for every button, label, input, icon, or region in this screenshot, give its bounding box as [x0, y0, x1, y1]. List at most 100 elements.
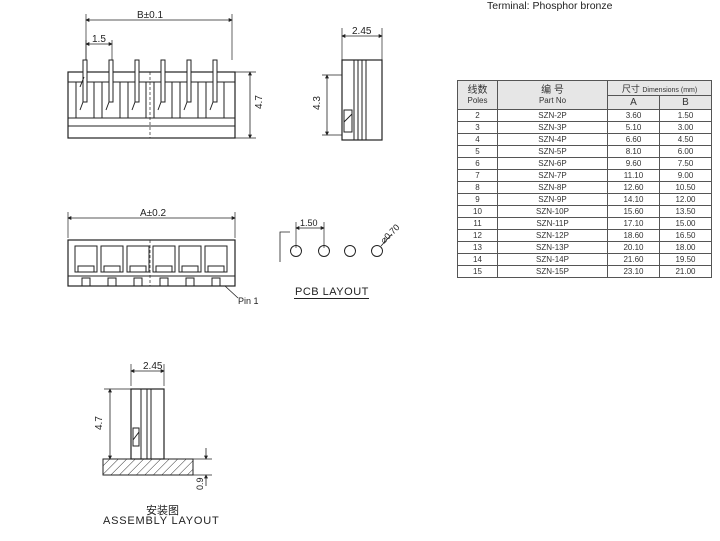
cell-foot	[185, 277, 195, 287]
cell-latch	[207, 265, 225, 273]
cell-a: 14.10	[607, 193, 660, 206]
cell-b: 9.00	[659, 169, 712, 182]
cell-poles: 11	[457, 217, 498, 230]
header-a: A	[607, 95, 660, 110]
cell-poles: 15	[457, 265, 498, 278]
cell-part: SZN-2P	[497, 109, 608, 122]
cell-a: 23.10	[607, 265, 660, 278]
cell-a: 18.60	[607, 229, 660, 242]
pcb-pitch-label: 1.50	[300, 218, 318, 228]
cell-foot	[159, 277, 169, 287]
cell-part: SZN-4P	[497, 133, 608, 146]
header-part-cn: 编 号	[541, 85, 564, 96]
side-view	[322, 28, 383, 141]
side-width-label: 2.45	[352, 26, 372, 37]
cell-latch	[103, 265, 121, 273]
header-b: B	[659, 95, 712, 110]
cell-a: 8.10	[607, 145, 660, 158]
pin-leg	[157, 101, 162, 111]
pin	[108, 59, 114, 103]
asm-height-label: 4.7	[94, 416, 105, 430]
cell-part: SZN-15P	[497, 265, 608, 278]
assembly-view	[102, 364, 212, 486]
pin	[212, 59, 218, 103]
front-width-label: B±0.1	[137, 10, 163, 21]
cell-poles: 4	[457, 133, 498, 146]
pin-leg	[209, 101, 214, 111]
cell-b: 7.50	[659, 157, 712, 170]
cell-a: 15.60	[607, 205, 660, 218]
cell-part: SZN-7P	[497, 169, 608, 182]
header-dim-en: Dimensions (mm)	[642, 86, 698, 94]
cell-a: 3.60	[607, 109, 660, 122]
pin	[134, 59, 140, 103]
pcb-layout-underline	[294, 298, 369, 299]
pin-leg	[105, 101, 110, 111]
header-poles-cn: 线数	[467, 85, 488, 96]
pcb-hole-label: ⌀0.70	[378, 222, 401, 245]
cell-part: SZN-8P	[497, 181, 608, 194]
cell-poles: 6	[457, 157, 498, 170]
cell-foot	[133, 277, 143, 287]
cell-poles: 2	[457, 109, 498, 122]
cell-a: 12.60	[607, 181, 660, 194]
pitch-label: 1.5	[92, 34, 106, 45]
cell-poles: 13	[457, 241, 498, 254]
cell-a: 21.60	[607, 253, 660, 266]
cell-poles: 12	[457, 229, 498, 242]
cell-b: 16.50	[659, 229, 712, 242]
cell-part: SZN-3P	[497, 121, 608, 134]
pcb-layout	[279, 222, 393, 262]
cell-part: SZN-11P	[497, 217, 608, 230]
cell-part: SZN-12P	[497, 229, 608, 242]
assembly-title-cn: 安装图	[146, 505, 179, 517]
pin-leg	[183, 101, 188, 111]
header-part: 编 号 Part No	[497, 80, 608, 110]
pin	[160, 59, 166, 103]
cell-a: 5.10	[607, 121, 660, 134]
cell-part: SZN-5P	[497, 145, 608, 158]
cell-poles: 14	[457, 253, 498, 266]
top-view	[67, 212, 239, 299]
pin	[186, 59, 192, 103]
cell-b: 3.00	[659, 121, 712, 134]
cell-a: 6.60	[607, 133, 660, 146]
cell-poles: 7	[457, 169, 498, 182]
cell-part: SZN-10P	[497, 205, 608, 218]
cell-b: 12.00	[659, 193, 712, 206]
cell-b: 18.00	[659, 241, 712, 254]
cell-poles: 8	[457, 181, 498, 194]
header-poles-en: Poles	[467, 96, 488, 105]
cell-latch	[181, 265, 199, 273]
cell-a: 11.10	[607, 169, 660, 182]
top-width-label: A±0.2	[140, 208, 166, 219]
cell-poles: 9	[457, 193, 498, 206]
asm-width-label: 2.45	[143, 361, 163, 372]
cell-part: SZN-6P	[497, 157, 608, 170]
cell-b: 19.50	[659, 253, 712, 266]
pcb-layout-title: PCB LAYOUT	[295, 286, 369, 298]
cell-b: 1.50	[659, 109, 712, 122]
cell-part: SZN-14P	[497, 253, 608, 266]
header-part-en: Part No	[538, 96, 567, 105]
cell-poles: 5	[457, 145, 498, 158]
cell-b: 6.00	[659, 145, 712, 158]
cell-poles: 10	[457, 205, 498, 218]
pin-leg	[131, 101, 136, 111]
assembly-title-en: ASSEMBLY LAYOUT	[103, 515, 220, 527]
cell-b: 10.50	[659, 181, 712, 194]
